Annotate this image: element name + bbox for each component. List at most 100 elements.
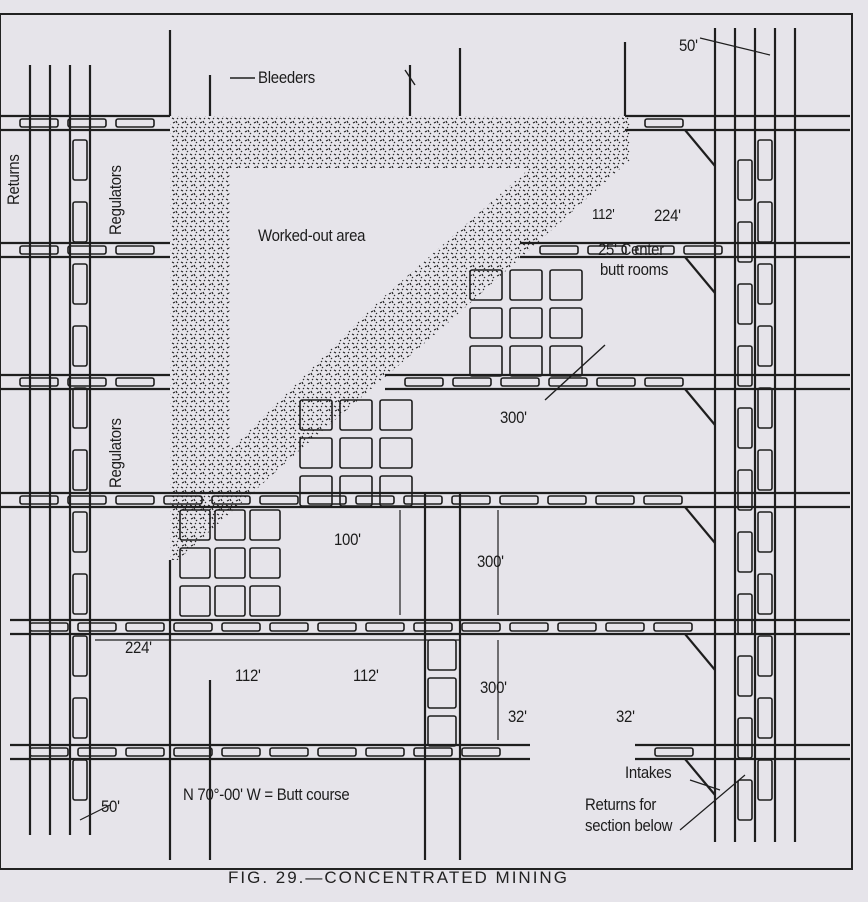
pillar-block xyxy=(115,245,155,255)
room-pillar xyxy=(509,307,543,339)
pillar-block xyxy=(221,747,261,757)
butt-course-label: N 70°-00' W = Butt course xyxy=(183,785,350,804)
pillar-block xyxy=(737,531,753,573)
diagonal-entry xyxy=(684,256,716,294)
room-pillar xyxy=(179,509,211,541)
pillar-block xyxy=(72,201,88,243)
returns-label: Returns xyxy=(4,154,23,205)
pillar-block xyxy=(211,495,251,505)
pillar-block xyxy=(67,495,107,505)
room-pillar xyxy=(249,509,281,541)
pillar-block xyxy=(737,469,753,511)
pillar-block xyxy=(461,622,501,632)
room-pillar xyxy=(179,585,211,617)
pillar-block xyxy=(365,622,405,632)
pillar-block xyxy=(72,139,88,181)
pillar-block xyxy=(587,245,627,255)
pillar-block xyxy=(595,495,635,505)
room-pillar xyxy=(379,437,413,469)
worked-out-area-label: Worked-out area xyxy=(258,226,366,245)
diagonal-entry xyxy=(684,506,716,544)
room-pillar xyxy=(379,399,413,431)
room-pillar xyxy=(379,475,413,507)
room-pillar xyxy=(339,399,373,431)
diagonal-entry xyxy=(684,129,716,167)
room-pillar xyxy=(549,345,583,377)
figure-frame xyxy=(0,13,853,870)
pillar-block xyxy=(737,407,753,449)
pillar-block xyxy=(221,622,261,632)
pillar-block xyxy=(757,201,773,243)
pillar-block xyxy=(757,635,773,677)
leader-line xyxy=(404,69,416,86)
dim-112-bottom-a: 112' xyxy=(235,666,261,685)
pillar-block xyxy=(72,325,88,367)
pillar-block xyxy=(757,697,773,739)
room-pillar xyxy=(249,585,281,617)
pillar-block xyxy=(173,622,213,632)
regulators-label-mid: Regulators xyxy=(106,418,125,488)
pillar-block xyxy=(509,622,549,632)
room-pillar xyxy=(549,269,583,301)
dim-112-bottom-b: 112' xyxy=(353,666,379,685)
pillar-block xyxy=(115,495,155,505)
pillar-block xyxy=(653,622,693,632)
pillar-block xyxy=(19,118,59,128)
dim-300-c: 300' xyxy=(480,678,507,697)
room-pillar xyxy=(427,639,457,671)
pillar-block xyxy=(67,377,107,387)
pillar-block xyxy=(737,779,753,821)
pillar-block xyxy=(737,221,753,263)
pillar-block xyxy=(644,377,684,387)
room-pillar xyxy=(339,437,373,469)
pillar-block xyxy=(72,387,88,429)
intakes-label: Intakes xyxy=(625,763,672,782)
returns-below-line1: Returns for xyxy=(585,795,657,814)
dim-224-top: 224' xyxy=(654,206,681,225)
pillar-block xyxy=(757,325,773,367)
room-pillar xyxy=(299,399,333,431)
pillar-block xyxy=(413,747,453,757)
pillar-block xyxy=(737,159,753,201)
pillar-block xyxy=(643,495,683,505)
pillar-block xyxy=(19,245,59,255)
figure-caption: FIG. 29.—CONCENTRATED MINING xyxy=(228,868,569,887)
pillar-block xyxy=(757,573,773,615)
pillar-block xyxy=(72,511,88,553)
pillar-block xyxy=(72,759,88,801)
regulators-label-top: Regulators xyxy=(106,165,125,235)
pillar-block xyxy=(461,747,501,757)
pillar-block xyxy=(173,747,213,757)
room-pillar xyxy=(339,475,373,507)
dim-100: 100' xyxy=(334,530,361,549)
pillar-block xyxy=(355,495,395,505)
pillar-block xyxy=(654,747,694,757)
pillar-block xyxy=(737,655,753,697)
diagonal-entry xyxy=(684,633,716,671)
pillar-block xyxy=(413,622,453,632)
room-pillar xyxy=(214,509,246,541)
worked-out-area xyxy=(170,116,630,560)
pillar-block xyxy=(259,495,299,505)
pillar-block xyxy=(115,118,155,128)
pillar-block xyxy=(72,449,88,491)
pillar-block xyxy=(19,495,59,505)
pillar-block xyxy=(269,622,309,632)
room-pillar xyxy=(214,547,246,579)
pillar-block xyxy=(67,245,107,255)
pillar-block xyxy=(499,495,539,505)
room-pillar xyxy=(469,269,503,301)
pillar-block xyxy=(605,622,645,632)
dim-50-top: 50' xyxy=(679,36,698,55)
dim-32-b: 32' xyxy=(616,707,635,726)
pillar-block xyxy=(77,747,117,757)
dim-32-a: 32' xyxy=(508,707,527,726)
pillar-block xyxy=(596,377,636,387)
diagonal-entry xyxy=(684,758,716,796)
pillar-block xyxy=(451,495,491,505)
pillar-block xyxy=(317,622,357,632)
pillar-block xyxy=(547,495,587,505)
dim-112-top: 112' xyxy=(592,206,615,223)
room-pillar xyxy=(249,547,281,579)
room-pillar xyxy=(469,307,503,339)
